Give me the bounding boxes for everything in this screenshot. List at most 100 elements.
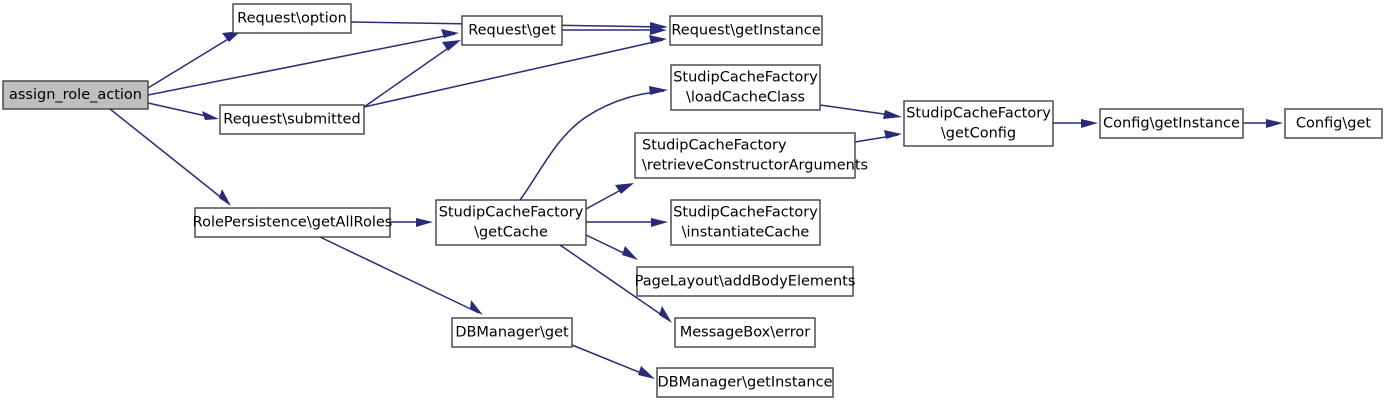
arrowhead-icon <box>659 306 672 323</box>
graph-node-request_get[interactable]: Request\get <box>461 15 563 46</box>
node-box[interactable] <box>451 317 573 348</box>
node-box[interactable] <box>903 100 1054 147</box>
node-label: StudipCacheFactory <box>642 138 787 154</box>
edge-scf_getcache-to-messagebox_error <box>559 244 672 323</box>
graph-node-scf_getconfig[interactable]: StudipCacheFactory \getConfig <box>903 100 1054 147</box>
node-box[interactable] <box>232 3 352 34</box>
node-label: Config\get <box>1296 116 1372 132</box>
node-label: Request\option <box>237 11 347 27</box>
node-label: \getConfig <box>941 126 1016 142</box>
arrowhead-icon <box>442 40 461 51</box>
node-label: MessageBox\error <box>680 325 811 341</box>
edge-line <box>571 344 652 378</box>
arrowhead-icon <box>219 189 231 206</box>
graph-node-messagebox_error[interactable]: MessageBox\error <box>674 317 816 348</box>
arrowhead-icon <box>470 300 483 315</box>
node-box[interactable] <box>1099 108 1244 139</box>
node-box[interactable] <box>670 199 821 246</box>
graph-node-dbmanager_getinstance[interactable]: DBManager\getInstance <box>656 367 834 398</box>
graph-node-request_getinstance[interactable]: Request\getInstance <box>669 15 823 46</box>
edge-assign_role_action-to-rolepersistence_getallroles <box>109 108 231 206</box>
edge-line <box>147 33 456 96</box>
node-box[interactable] <box>636 266 854 297</box>
arrowhead-icon <box>1081 119 1098 128</box>
node-label: Request\submitted <box>223 112 360 128</box>
node-label: Config\getInstance <box>1103 116 1240 132</box>
graph-node-scf_retrieveconstructorarguments[interactable]: StudipCacheFactory \retrieveConstructorAr… <box>634 132 868 179</box>
edge-assign_role_action-to-request_option <box>147 31 241 89</box>
edge-request_submitted-to-request_get <box>363 40 461 108</box>
graph-node-scf_instantiatecache[interactable]: StudipCacheFactory \instantiateCache <box>670 199 821 246</box>
edge-line <box>519 90 665 201</box>
edge-line <box>559 244 670 321</box>
node-box[interactable] <box>674 317 816 348</box>
graph-node-dbmanager_get[interactable]: DBManager\get <box>451 317 573 348</box>
edge-request_get-to-request_getinstance <box>562 26 667 35</box>
arrowhead-icon <box>441 29 459 38</box>
node-box[interactable] <box>670 64 821 111</box>
edge-scf_retrieveconstructorarguments-to-scf_getconfig <box>854 130 902 143</box>
graph-node-request_option[interactable]: Request\option <box>232 3 352 34</box>
node-label: \retrieveConstructorArguments <box>642 158 868 174</box>
node-label: \getCache <box>474 225 548 241</box>
node-label: \instantiateCache <box>682 225 810 241</box>
edge-rolepersistence_getallroles-to-dbmanager_get <box>319 236 483 315</box>
node-label: RolePersistence\getAllRoles <box>193 215 393 231</box>
node-label: StudipCacheFactory <box>906 106 1051 122</box>
node-box[interactable] <box>2 80 149 110</box>
graph-node-rolepersistence_getallroles[interactable]: RolePersistence\getAllRoles <box>193 207 393 238</box>
graph-node-config_getinstance[interactable]: Config\getInstance <box>1099 108 1244 139</box>
node-box[interactable] <box>634 132 856 179</box>
node-box[interactable] <box>656 367 834 398</box>
edge-line <box>147 32 239 89</box>
node-label: StudipCacheFactory <box>673 205 818 221</box>
arrowhead-icon <box>222 31 241 42</box>
edge-line <box>319 236 480 314</box>
arrowhead-icon <box>650 26 667 35</box>
node-box[interactable] <box>435 199 587 246</box>
node-label: assign_role_action <box>9 87 142 103</box>
node-label: DBManager\get <box>455 325 569 341</box>
node-box[interactable] <box>219 104 365 135</box>
arrowhead-icon <box>883 110 902 119</box>
edge-config_getinstance-to-config_get <box>1243 119 1283 128</box>
edge-line <box>363 39 664 108</box>
edge-line <box>363 41 458 108</box>
graph-node-pagelayout_addbodyelements[interactable]: PageLayout\addBodyElements <box>635 266 856 297</box>
edge-line <box>109 108 229 204</box>
graph-node-assign_role_action[interactable]: assign_role_action <box>2 80 149 110</box>
edge-assign_role_action-to-request_submitted <box>147 102 219 120</box>
arrowhead-icon <box>651 218 668 227</box>
arrowhead-icon <box>1266 119 1283 128</box>
graph-node-scf_loadcacheclass[interactable]: StudipCacheFactory\loadCacheClass <box>670 64 821 111</box>
node-label: Request\getInstance <box>671 23 820 39</box>
node-label: DBManager\getInstance <box>657 375 832 391</box>
edge-scf_getcache-to-pagelayout_addbodyelements <box>585 234 638 260</box>
graph-node-scf_getcache[interactable]: StudipCacheFactory \getCache <box>435 199 587 246</box>
node-box[interactable] <box>1284 108 1383 139</box>
node-label: Request\get <box>468 23 556 39</box>
node-label: StudipCacheFactory <box>439 205 584 221</box>
arrowhead-icon <box>884 130 902 139</box>
arrowhead-icon <box>638 366 655 379</box>
edge-assign_role_action-to-request_get <box>147 29 459 96</box>
graph-node-request_submitted[interactable]: Request\submitted <box>219 104 365 135</box>
graph-node-config_get[interactable]: Config\get <box>1284 108 1383 139</box>
node-label: PageLayout\addBodyElements <box>635 274 856 290</box>
arrowhead-icon <box>615 183 634 194</box>
arrowhead-icon <box>622 246 638 260</box>
edge-scf_getcache-to-scf_instantiatecache <box>586 218 668 227</box>
edge-rolepersistence_getallroles-to-scf_getcache <box>390 218 433 227</box>
node-label: StudipCacheFactory <box>673 70 818 86</box>
edge-scf_getcache-to-scf_loadcacheclass <box>519 86 668 201</box>
edge-dbmanager_get-to-dbmanager_getinstance <box>571 344 655 379</box>
edge-scf_getconfig-to-config_getinstance <box>1053 119 1098 128</box>
arrowhead-icon <box>649 86 668 95</box>
node-box[interactable] <box>461 15 563 46</box>
nodes-layer: assign_role_action Request\optionRequest\… <box>2 3 1383 398</box>
node-box[interactable] <box>669 15 823 46</box>
node-box[interactable] <box>194 207 391 238</box>
arrowhead-icon <box>416 218 433 227</box>
